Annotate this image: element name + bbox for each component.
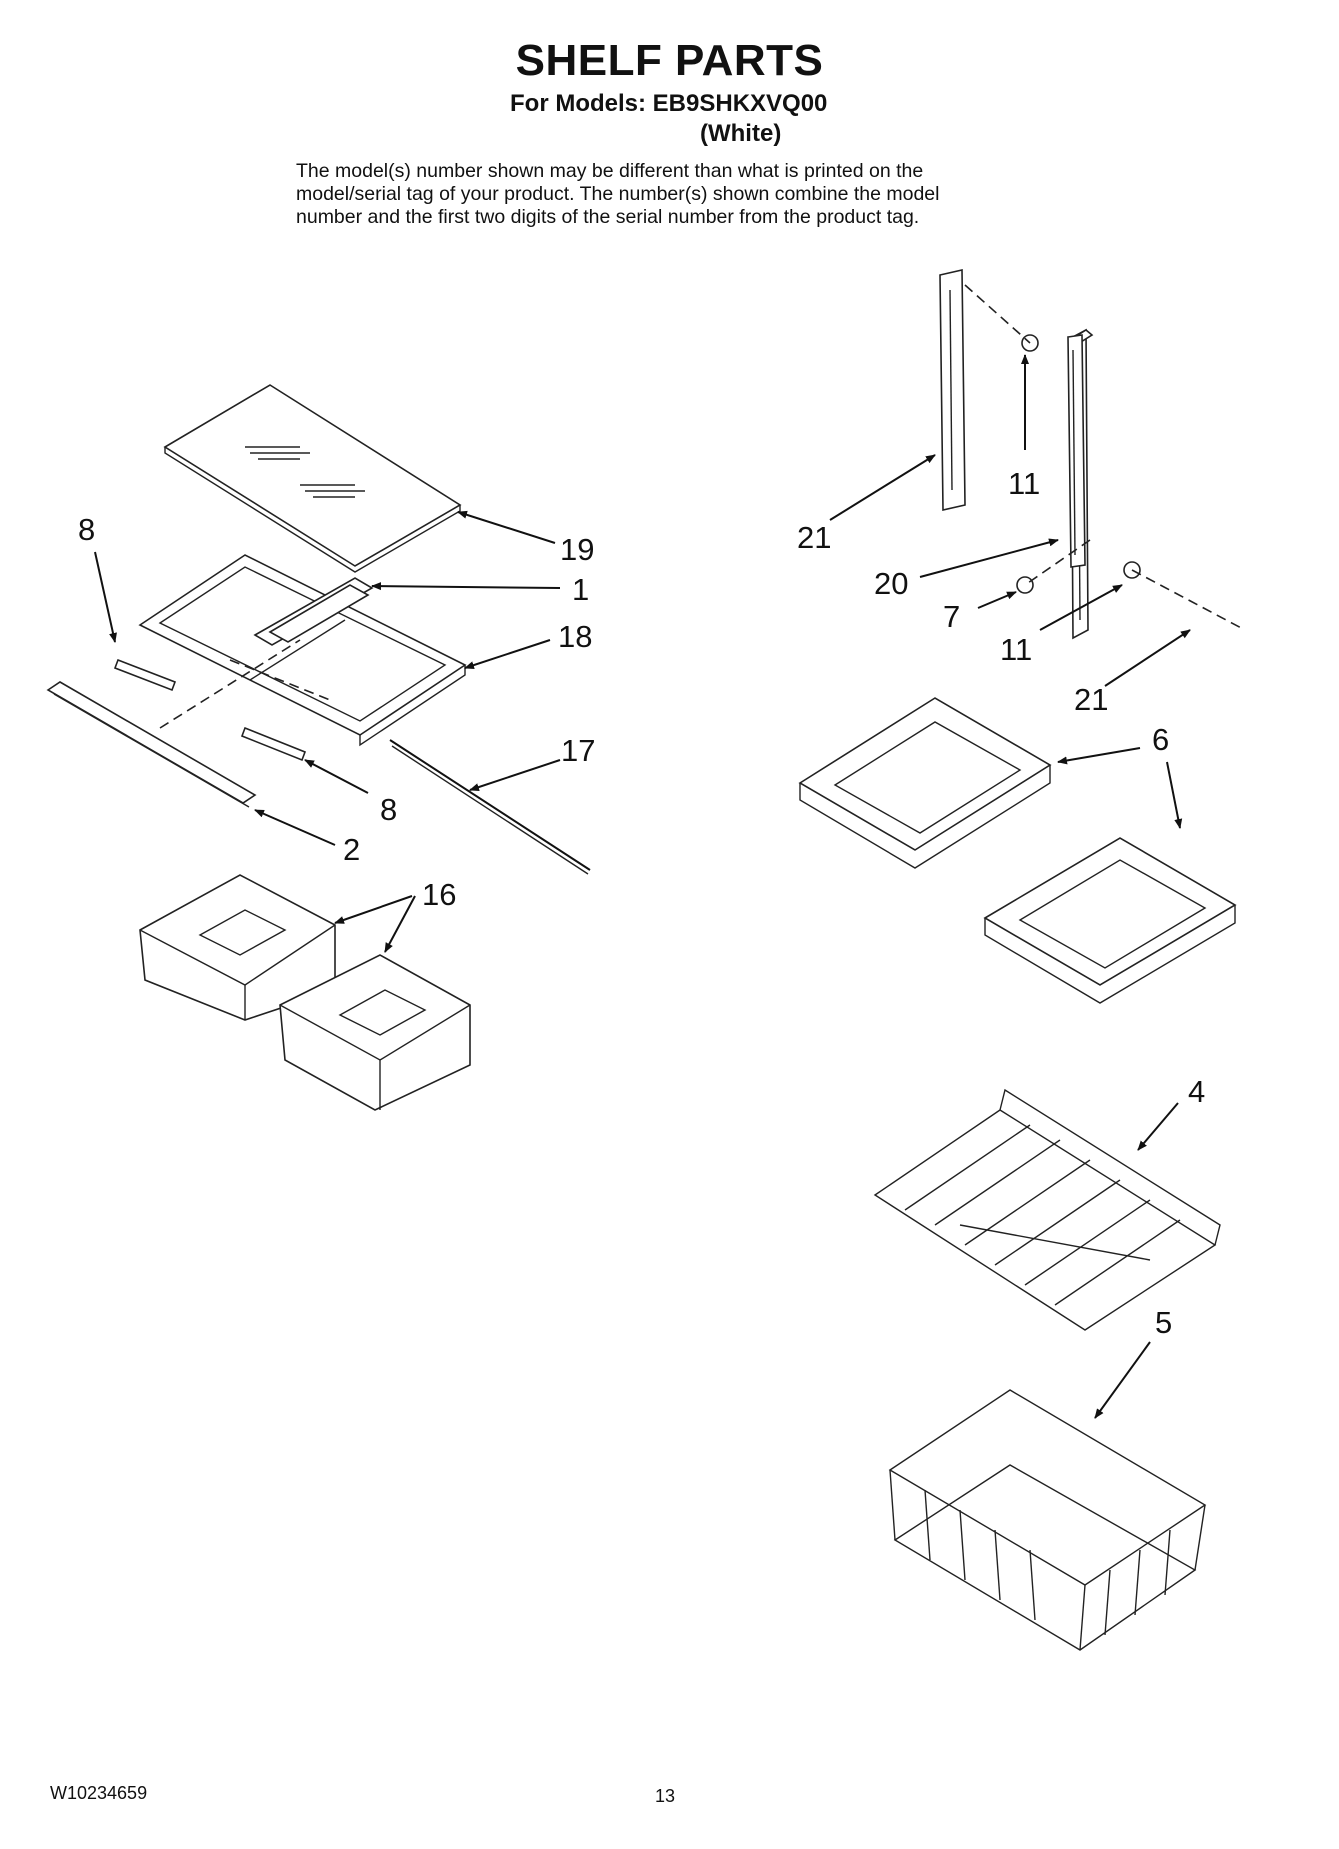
model-number-note: The model(s) number shown may be differe… [296,160,1096,229]
slide-out-shelf-parts [798,697,1237,1004]
page-number: 13 [655,1786,676,1806]
divider-bar-part [268,584,370,643]
callout-5: 5 [1155,1305,1172,1340]
note-line-2: model/serial tag of your product. The nu… [296,183,940,205]
crisper-drawer-parts [139,874,471,1111]
callout-8-upper: 8 [78,512,95,547]
callout-11-lower: 11 [1000,632,1032,667]
rod-part [389,739,591,875]
wire-shelf-part [873,1088,1221,1331]
callout-2: 2 [343,832,360,867]
models-line: For Models: EB9SHKXVQ00 [510,90,828,117]
trim-strip-part [46,681,257,808]
document-number: W10234659 [50,1783,148,1803]
callout-21-lower: 21 [1074,682,1108,717]
callout-18: 18 [558,619,592,654]
crisper-cover-frame-part [138,554,467,747]
note-line-3: number and the first two digits of the s… [296,206,920,228]
shelf-rail-part [1067,334,1086,568]
callout-6: 6 [1152,722,1169,757]
callout-17: 17 [561,733,595,768]
callout-20: 20 [874,566,908,601]
callout-4: 4 [1188,1074,1205,1109]
wire-basket-part [888,1389,1207,1651]
color-line: (White) [700,120,782,147]
callout-1: 1 [572,572,589,607]
callout-7: 7 [943,599,960,634]
callout-16: 16 [422,877,456,912]
page-title: SHELF PARTS [515,36,824,85]
callout-11-upper: 11 [1008,466,1040,501]
note-line-1: The model(s) number shown may be differe… [296,160,924,182]
glide-parts [113,658,307,762]
callout-21-upper: 21 [797,520,831,555]
callout-8-lower: 8 [380,792,397,827]
callout-19: 19 [560,532,594,567]
glass-shelf-part [163,384,462,573]
